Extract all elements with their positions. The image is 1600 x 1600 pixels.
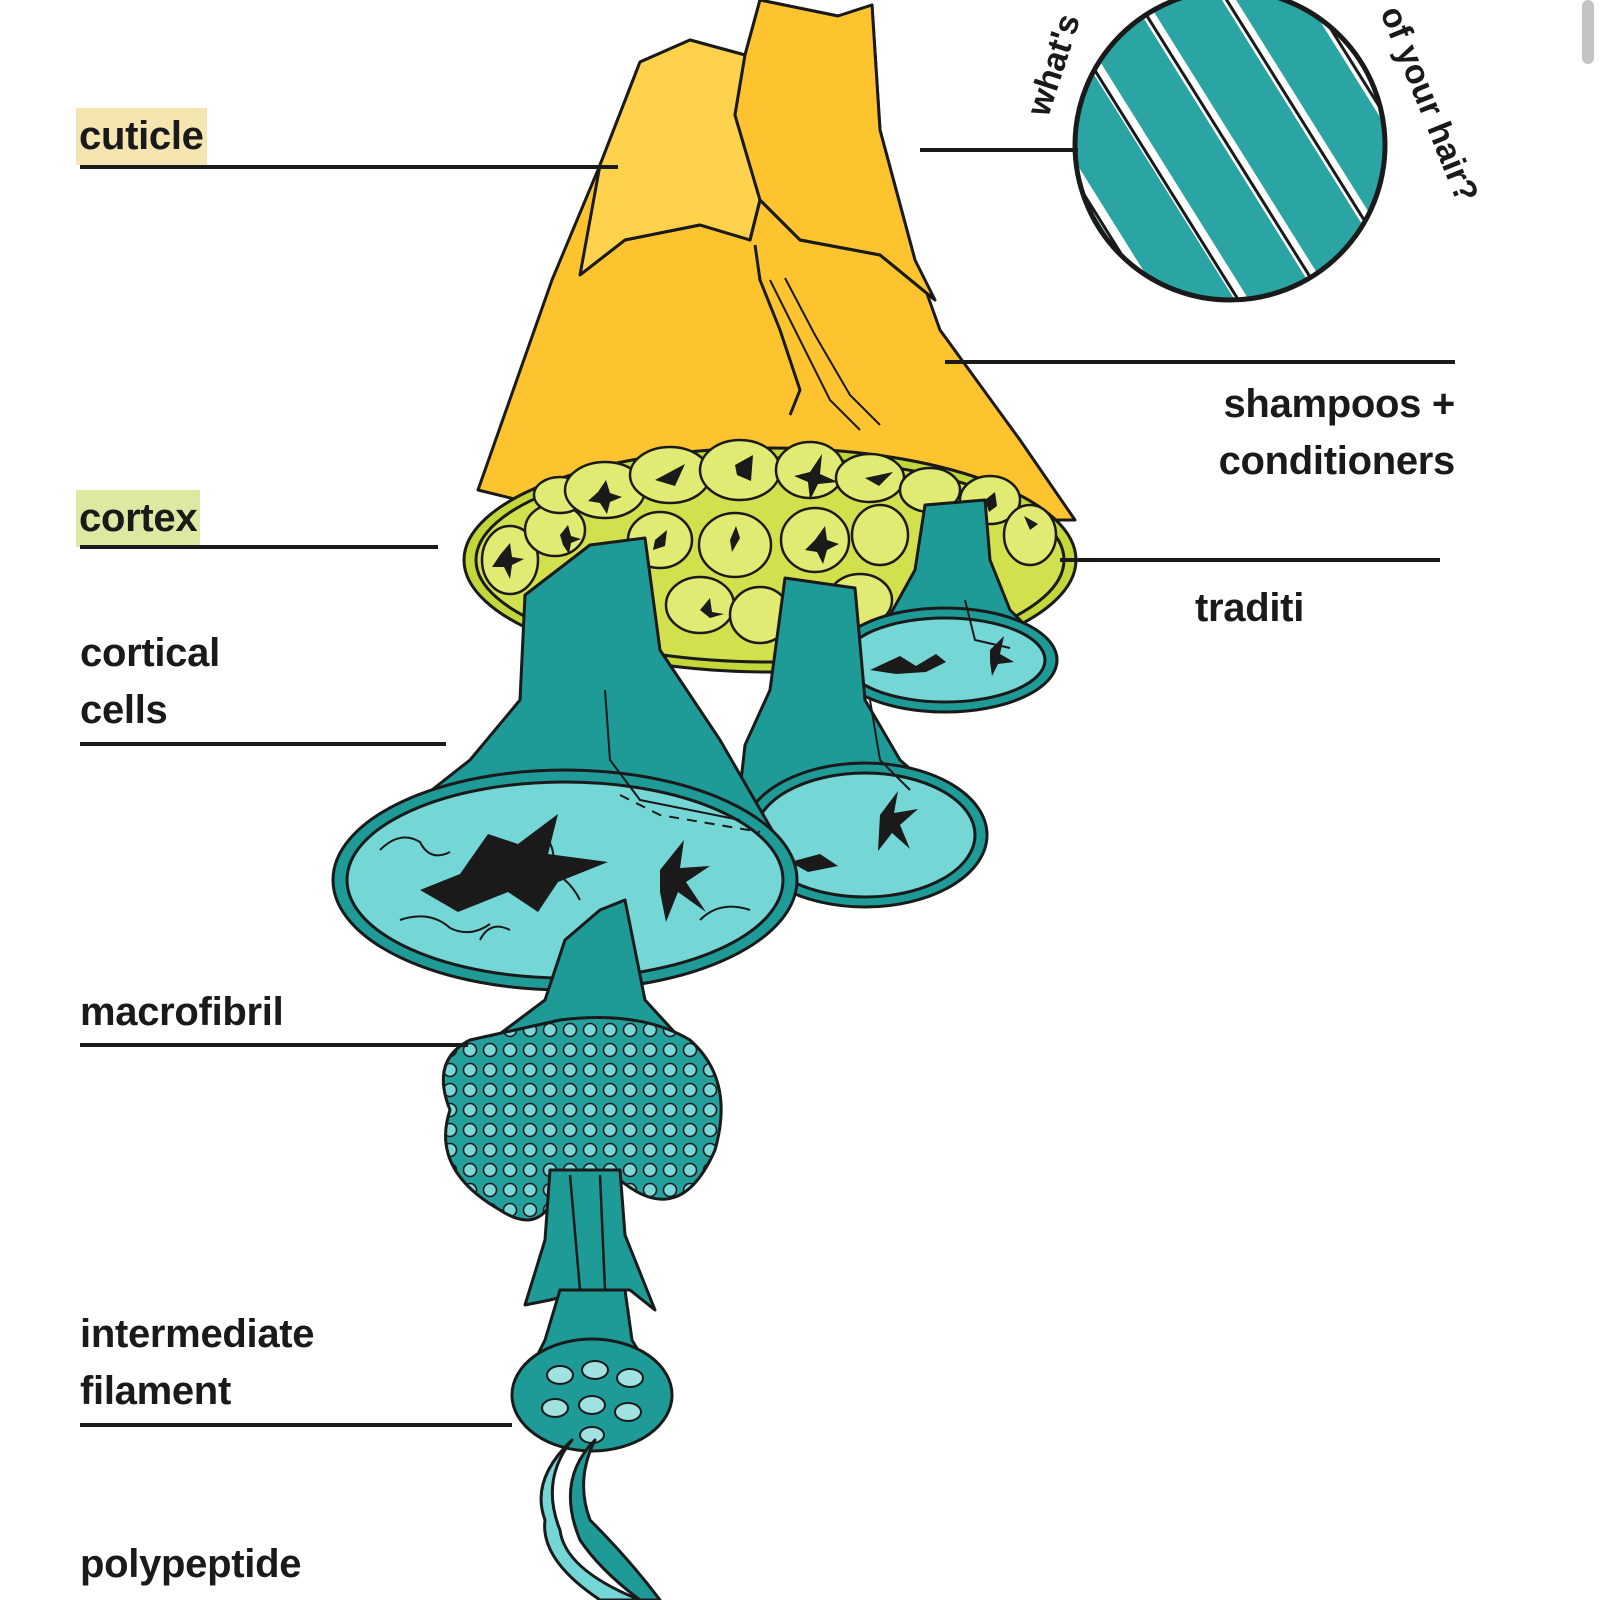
label-cortical-cells: cortical cells	[80, 625, 220, 739]
label-intermediate-line2: filament	[80, 1369, 231, 1413]
label-shampoos-line2: conditioners	[1218, 439, 1456, 483]
label-traditi: traditi	[1195, 580, 1304, 637]
rule-macrofibril	[80, 1043, 468, 1047]
label-traditi-text: traditi	[1195, 586, 1305, 630]
macrofibril	[441, 898, 723, 1312]
label-intermediate-line1: intermediate	[80, 1312, 315, 1356]
label-cortical-cells-line2: cells	[80, 688, 168, 732]
intermediate-filament	[510, 1288, 674, 1453]
circle-caption-left: what's	[1019, 9, 1088, 121]
rule-cortex	[80, 545, 438, 549]
label-macrofibril-text: macrofibril	[80, 990, 284, 1034]
label-shampoos-line1: shampoos +	[1223, 382, 1455, 426]
rule-cortical-cells	[80, 742, 446, 746]
polypeptide-strand	[539, 1438, 662, 1600]
label-shampoos-conditioners: shampoos + conditioners	[1218, 376, 1456, 490]
label-macrofibril: macrofibril	[80, 984, 284, 1041]
label-cuticle: cuticle	[76, 108, 207, 165]
cuticle-layer	[476, 0, 1077, 522]
label-cortex-text: cortex	[79, 496, 198, 540]
rule-cuticle	[80, 165, 618, 169]
label-cortex: cortex	[76, 490, 201, 547]
scrollbar-thumb[interactable]	[1582, 0, 1594, 64]
circle-caption-right: of your hair?	[1373, 1, 1486, 208]
rule-intermediate-filament	[80, 1423, 512, 1427]
label-cortical-cells-line1: cortical	[80, 631, 220, 675]
label-intermediate-filament: intermediate filament	[80, 1306, 315, 1420]
cortical-cells	[331, 498, 1059, 992]
label-polypeptide: polypeptide	[80, 1536, 301, 1593]
label-cuticle-text: cuticle	[79, 114, 204, 158]
label-polypeptide-text: polypeptide	[80, 1542, 302, 1586]
